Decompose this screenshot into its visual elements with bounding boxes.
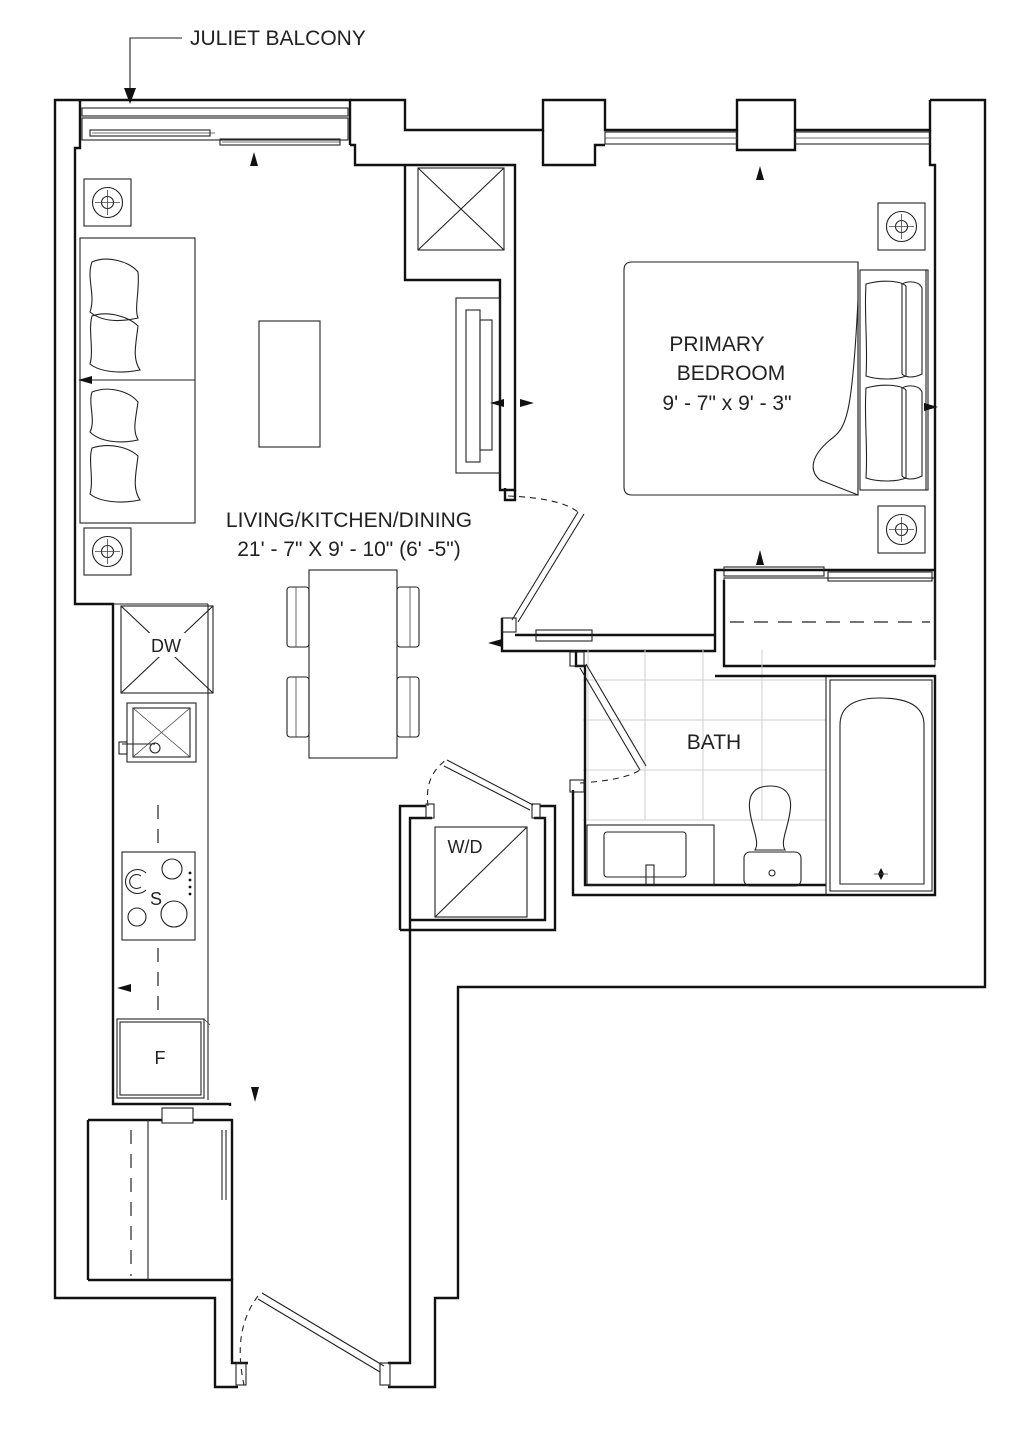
fridge: F <box>116 1018 211 1099</box>
kitchen-counter <box>113 603 209 1100</box>
dining-table <box>286 569 420 759</box>
wall-marker-icon <box>520 399 534 407</box>
washer-dryer-label: W/D <box>448 837 483 857</box>
ceiling-light-icon <box>877 505 926 554</box>
bath-label: BATH <box>687 731 741 754</box>
bedroom-title-line2: BEDROOM <box>677 362 786 385</box>
wall-marker-icon <box>488 639 502 647</box>
ceiling-light-icon <box>877 202 926 251</box>
living-room-dimensions: 21' - 7" X 9' - 10" (6' -5") <box>237 538 460 561</box>
ceiling-light-icon <box>83 527 132 576</box>
wall-marker-icon <box>117 984 131 992</box>
coffee-table <box>258 320 321 448</box>
mechanical-shaft <box>403 163 517 492</box>
wall-marker-icon <box>78 376 92 384</box>
living-room-title: LIVING/KITCHEN/DINING <box>226 509 472 532</box>
bedroom-closet <box>500 550 936 668</box>
ceiling-light-icon <box>83 178 132 227</box>
dishwasher: DW <box>120 605 214 694</box>
wall-marker-icon <box>756 550 764 565</box>
bedroom-door <box>488 495 593 647</box>
bed <box>623 261 938 496</box>
balcony-window <box>81 107 349 166</box>
wall-marker-icon <box>924 403 938 411</box>
bedroom-dimensions: 9' - 7" x 9' - 3" <box>662 392 791 415</box>
fridge-label: F <box>155 1048 166 1068</box>
entry-closet <box>86 1107 234 1280</box>
balcony-arrow-icon <box>124 88 136 104</box>
window-marker-icon <box>250 152 258 166</box>
bedroom-windows <box>604 131 931 180</box>
stove-label: S <box>150 889 162 909</box>
sofa <box>78 237 196 524</box>
dishwasher-label: DW <box>151 636 181 656</box>
wall-marker-icon <box>251 1087 259 1102</box>
cooktop: S <box>121 851 196 941</box>
wall-marker-icon <box>490 399 504 407</box>
entry-door <box>235 1292 391 1386</box>
bathroom <box>569 650 937 897</box>
balcony-label: JULIET BALCONY <box>190 27 366 50</box>
bedroom-title-line1: PRIMARY <box>669 333 764 356</box>
outer-walls <box>53 98 987 1389</box>
window-marker-icon <box>756 166 764 180</box>
balcony-callout: JULIET BALCONY <box>124 27 366 104</box>
tv-console <box>455 297 534 474</box>
kitchen-sink <box>118 702 197 763</box>
laundry-closet: W/D <box>398 759 557 932</box>
